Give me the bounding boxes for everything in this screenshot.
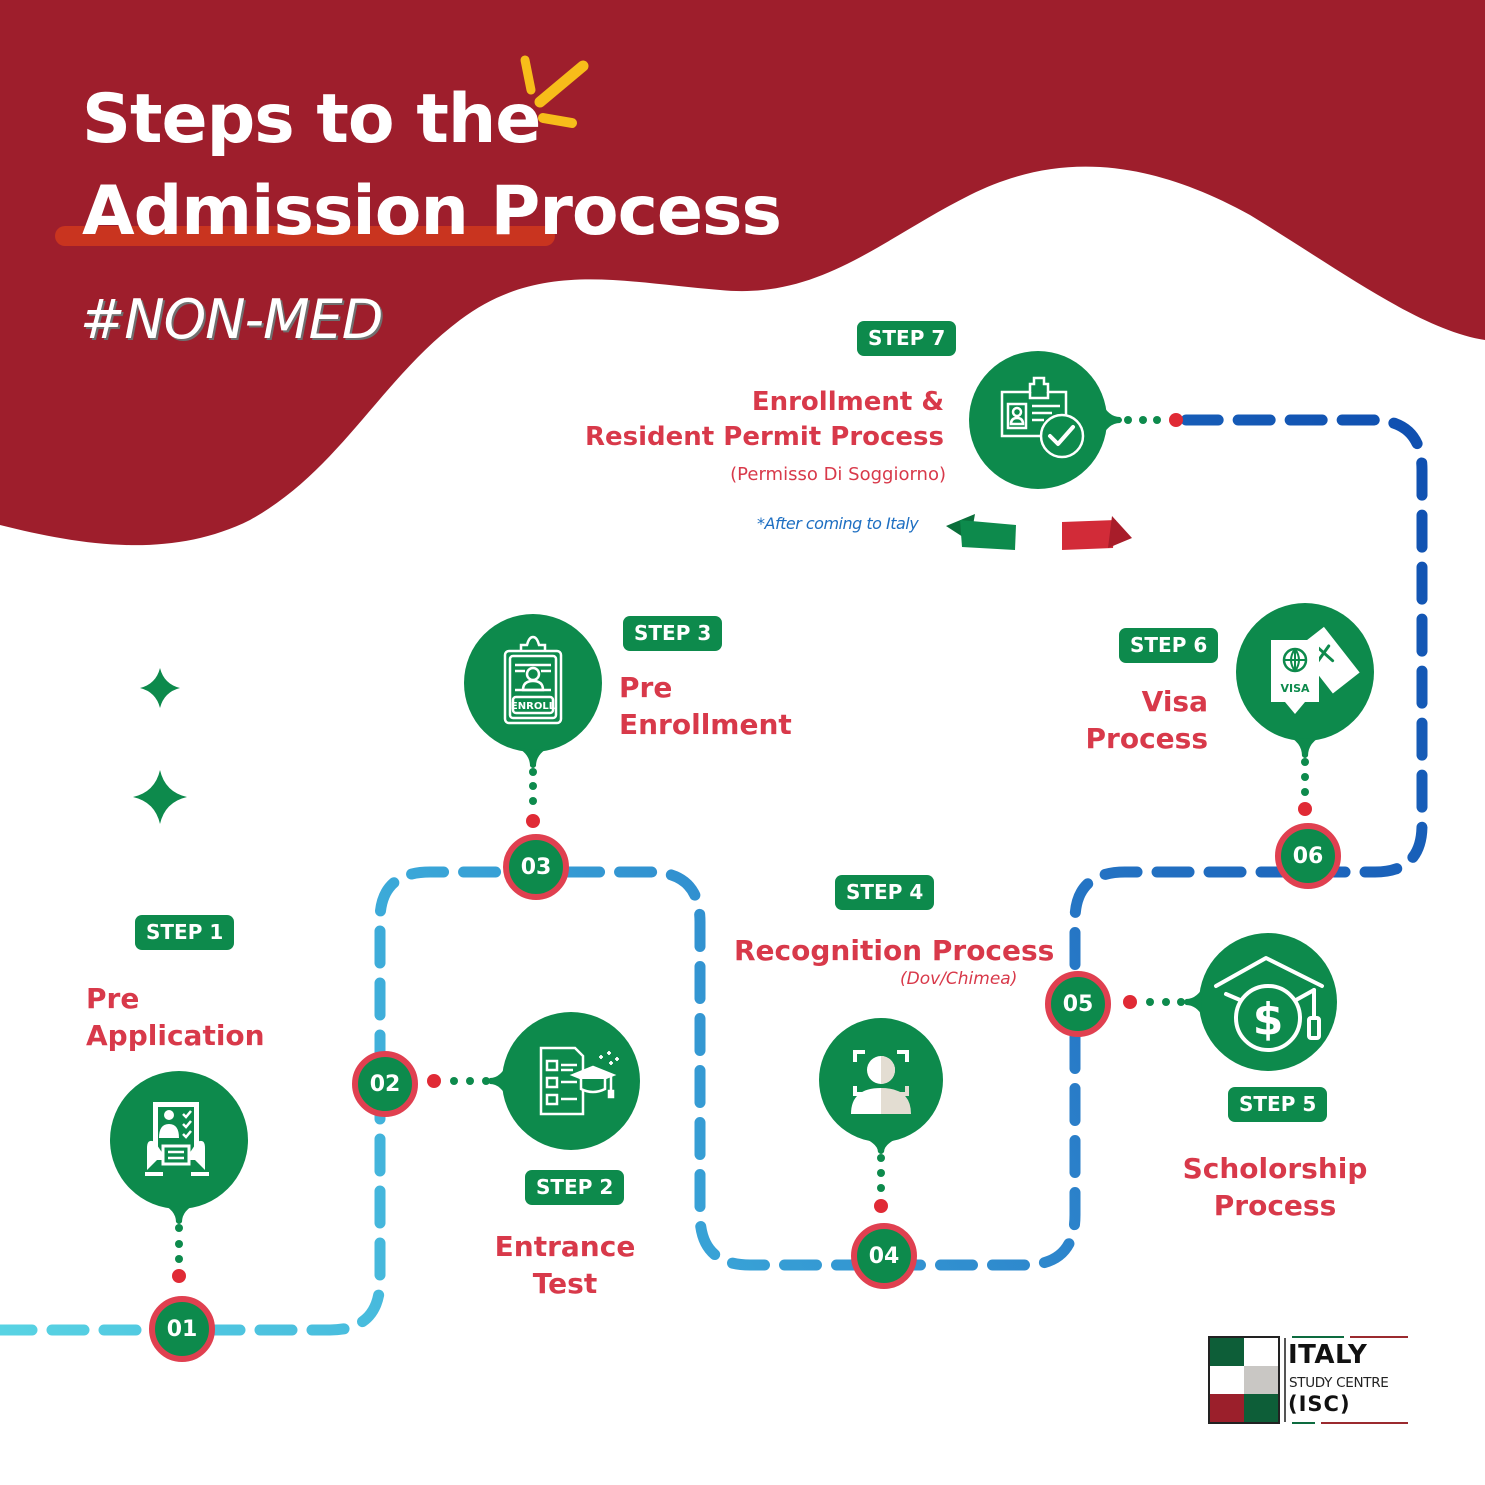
logo-line3: (ISC) <box>1288 1392 1351 1416</box>
red-wave-shape <box>0 0 1485 546</box>
page-title-line2: Admission Process <box>82 172 782 251</box>
svg-text:ENROLL: ENROLL <box>511 701 556 712</box>
isc-logo: ITALY STUDY CENTRE (ISC) <box>1208 1336 1410 1424</box>
connector-dot <box>175 1240 183 1248</box>
red-dot <box>1123 995 1137 1009</box>
step-4-subtitle: (Dov/Chimea) <box>900 969 1018 989</box>
enroll-clipboard-icon: ENROLL <box>503 635 563 725</box>
step-2-title: Entrance Test <box>465 1228 665 1302</box>
connector-dot <box>1146 998 1154 1006</box>
logo-line2: STUDY CENTRE <box>1289 1375 1389 1391</box>
step-7-title-line2: Resident Permit Process <box>584 422 944 452</box>
connector-dot <box>529 768 537 776</box>
connector-dot <box>1301 773 1309 781</box>
step-1-title-line1: Pre <box>86 982 140 1015</box>
sparkle-star-icon <box>133 770 187 824</box>
step-node-04[interactable]: 04 <box>851 1223 917 1289</box>
step-3-title-line2: Enrollment <box>619 708 792 741</box>
step-badge-1: STEP 1 <box>135 915 235 950</box>
step-badge-4: STEP 4 <box>835 875 935 910</box>
step-7-title-line1: Enrollment & <box>751 387 944 417</box>
sparkle-star-icon <box>140 668 180 708</box>
bubble-step4 <box>819 1018 943 1154</box>
step-6-title: Visa Process <box>1010 683 1209 757</box>
logo-flag-squares <box>1208 1336 1280 1424</box>
step-node-05[interactable]: 05 <box>1045 971 1111 1037</box>
logo-divider <box>1284 1338 1286 1422</box>
connector-dot <box>877 1154 885 1162</box>
connector-dot <box>877 1184 885 1192</box>
connector-dot <box>466 1077 474 1085</box>
logo-rule-bottom <box>1292 1422 1408 1424</box>
step-7-subtitle: (Permisso Di Soggiorno) <box>730 464 946 485</box>
svg-text:VISA: VISA <box>1280 682 1310 695</box>
connector-dot <box>877 1169 885 1177</box>
connector-dot <box>529 797 537 805</box>
passport-visa-plane-ticket-icon: VISA <box>1271 626 1360 714</box>
red-dot <box>874 1199 888 1213</box>
step-1-title: Pre Application <box>86 980 265 1054</box>
step-7-title: Enrollment & Resident Permit Process <box>560 385 944 455</box>
step-3-title: Pre Enrollment <box>619 669 792 743</box>
step-6-title-line2: Process <box>1085 722 1209 755</box>
bubble-step7 <box>969 351 1122 489</box>
connector-dot <box>1139 416 1147 424</box>
step-node-03[interactable]: 03 <box>503 834 569 900</box>
connector-dot <box>1153 416 1161 424</box>
italian-ribbon-flags-icon <box>946 514 1132 550</box>
red-dot <box>1298 802 1312 816</box>
step-node-06[interactable]: 06 <box>1275 823 1341 889</box>
connector-dot <box>175 1255 183 1263</box>
red-dot <box>526 814 540 828</box>
connector-dot <box>482 1077 490 1085</box>
logo-line1: ITALY <box>1288 1340 1368 1370</box>
connector-dot <box>1162 998 1170 1006</box>
exam-checklist-graduation-cap-icon <box>539 1046 619 1116</box>
step-5-title-line1: Scholorship <box>1182 1152 1368 1185</box>
step-5-title-line2: Process <box>1213 1189 1337 1222</box>
step-node-02[interactable]: 02 <box>352 1051 418 1117</box>
step-badge-6: STEP 6 <box>1119 628 1219 663</box>
svg-text:$: $ <box>1253 994 1284 1045</box>
connector-dot <box>1124 416 1132 424</box>
red-dot <box>172 1269 186 1283</box>
connector-dot <box>450 1077 458 1085</box>
application-form-hands-icon <box>145 1102 209 1176</box>
step-badge-7: STEP 7 <box>857 321 957 356</box>
step-badge-5: STEP 5 <box>1228 1087 1328 1122</box>
step-5-title: Scholorship Process <box>1160 1150 1390 1224</box>
step-2-title-line1: Entrance <box>494 1230 636 1263</box>
connector-dot <box>1301 758 1309 766</box>
step-badge-2: STEP 2 <box>525 1170 625 1205</box>
step-7-note: *After coming to Italy <box>757 514 919 533</box>
step-6-title-line1: Visa <box>1141 685 1208 718</box>
bubble-step3 <box>464 614 602 768</box>
connector-dot <box>1177 998 1185 1006</box>
step-node-01[interactable]: 01 <box>149 1296 215 1362</box>
connector-dot <box>1301 788 1309 796</box>
red-dot <box>1169 413 1183 427</box>
graduation-cap-dollar-icon: $ <box>1214 956 1324 1052</box>
bubble-step5 <box>1184 933 1337 1071</box>
connector-dot <box>529 782 537 790</box>
connector-dot <box>175 1224 183 1232</box>
red-dot <box>427 1074 441 1088</box>
title-underline <box>55 226 555 246</box>
hashtag-label: #NON-MED <box>80 288 383 351</box>
page-title-line1: Steps to the <box>82 80 541 159</box>
logo-rule-top <box>1292 1336 1408 1338</box>
step-2-title-line2: Test <box>532 1267 598 1300</box>
step-1-title-line2: Application <box>86 1019 265 1052</box>
step-badge-3: STEP 3 <box>623 616 723 651</box>
face-recognition-user-icon <box>851 1050 911 1114</box>
id-card-check-icon <box>1000 376 1085 459</box>
step-4-title: Recognition Process <box>734 934 1055 967</box>
step-3-title-line1: Pre <box>619 671 673 704</box>
